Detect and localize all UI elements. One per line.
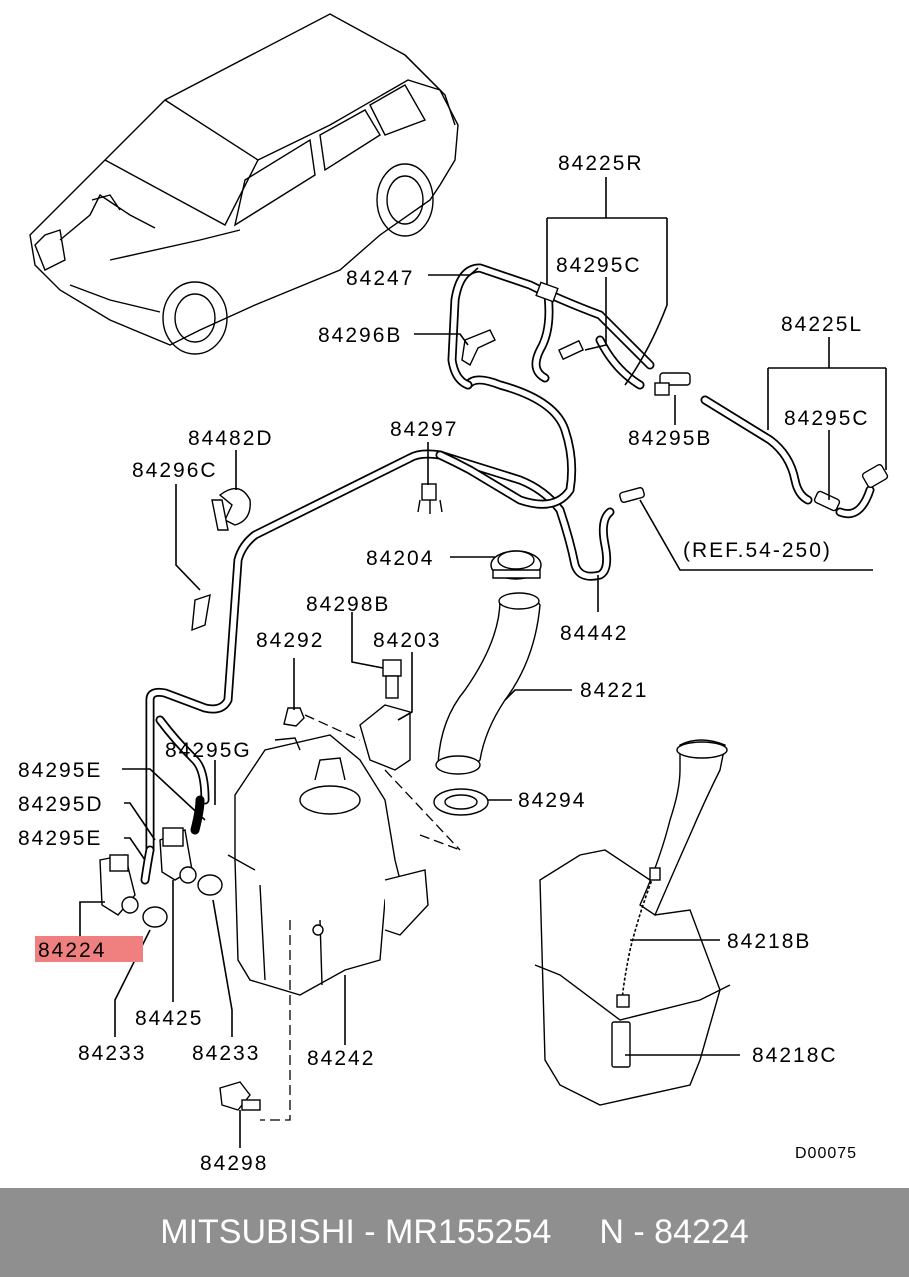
label-84292: 84292: [256, 629, 324, 652]
highlight-box: [35, 936, 143, 962]
vehicle-illustration: [29, 13, 459, 355]
label-ref-54-250: (REF.54-250): [683, 539, 832, 562]
label-84296B: 84296B: [318, 324, 402, 347]
label-84296C: 84296C: [132, 459, 218, 482]
footer-brand-part: MITSUBISHI - MR155254: [160, 1213, 552, 1251]
label-84295B: 84295B: [628, 427, 712, 450]
label-84225R: 84225R: [558, 152, 644, 175]
label-84233-right: 84233: [192, 1042, 260, 1065]
label-84242: 84242: [307, 1047, 375, 1070]
tank-assembly: [534, 739, 731, 1106]
leader-lines: [79, 177, 887, 1148]
label-84295E-lower: 84295E: [18, 827, 102, 850]
label-84295E-upper: 84295E: [18, 759, 102, 782]
label-84295D: 84295D: [18, 793, 104, 816]
part-labels: 84225R 84295C 84247 84296B 84225L 84295C…: [18, 152, 870, 1175]
label-84298B: 84298B: [306, 593, 390, 616]
diagram-code: D00075: [795, 1145, 857, 1162]
small-parts: [99, 281, 889, 1111]
footer-bar: MITSUBISHI - MR155254 N - 84224: [0, 1188, 909, 1277]
reference-lines: [260, 714, 461, 1121]
label-84294: 84294: [518, 789, 586, 812]
label-84233-left: 84233: [78, 1042, 146, 1065]
label-84224: 84224: [38, 939, 106, 962]
label-84218C: 84218C: [752, 1044, 838, 1067]
washer-tank: [227, 734, 429, 996]
washer-hose: [140, 263, 875, 885]
label-84204: 84204: [366, 547, 434, 570]
label-84203: 84203: [373, 629, 441, 652]
label-84482D: 84482D: [188, 427, 274, 450]
label-84297: 84297: [390, 418, 458, 441]
label-84225L: 84225L: [781, 313, 863, 336]
parts-diagram: 84225R 84295C 84247 84296B 84225L 84295C…: [18, 13, 889, 1175]
label-84442: 84442: [560, 622, 628, 645]
label-84295C-right: 84295C: [784, 407, 870, 430]
label-84298: 84298: [200, 1152, 268, 1175]
footer-ref: N - 84224: [599, 1213, 749, 1251]
label-84295G: 84295G: [165, 739, 252, 762]
label-84218B: 84218B: [727, 930, 811, 953]
label-84247: 84247: [346, 267, 414, 290]
label-84295C-upper: 84295C: [556, 254, 642, 277]
label-84425: 84425: [135, 1007, 203, 1030]
label-84221: 84221: [580, 679, 648, 702]
